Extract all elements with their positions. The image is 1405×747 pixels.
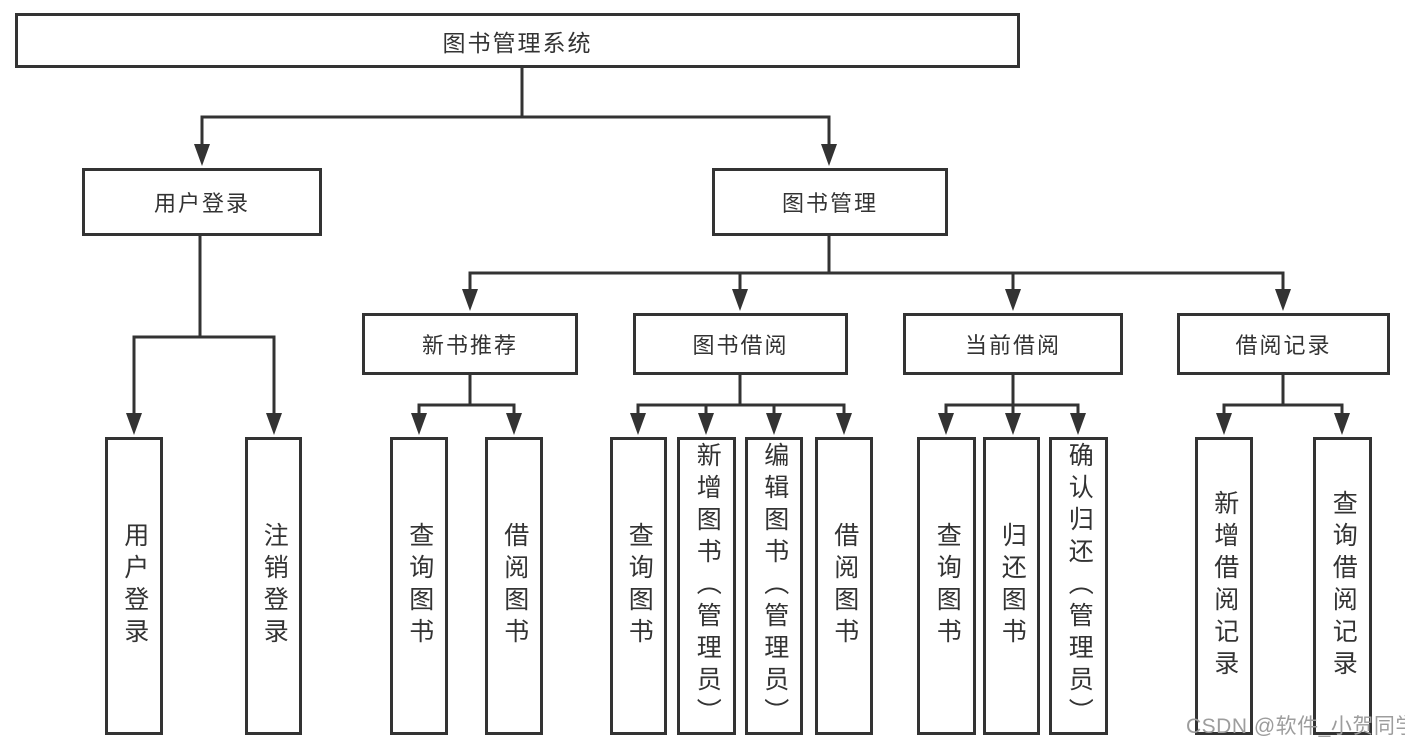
leaf-user-login: 用户登录	[105, 437, 163, 735]
node-label: 新书推荐	[421, 333, 518, 358]
leaf-query-books-recommend: 查询图书	[390, 437, 448, 735]
node-label: 图书管理系统	[442, 29, 593, 56]
leaf-return-books: 归还图书	[983, 437, 1040, 735]
node-current-borrow: 当前借阅	[903, 313, 1123, 375]
node-label: 注销登录	[260, 522, 289, 650]
node-label: 编辑图书（管理员）	[760, 442, 789, 730]
leaf-logout: 注销登录	[245, 437, 302, 735]
node-user-login-module: 用户登录	[82, 168, 322, 236]
leaf-add-borrow-record: 新增借阅记录	[1195, 437, 1253, 735]
node-label: 借阅记录	[1235, 333, 1332, 358]
node-label: 查询借阅记录	[1329, 490, 1358, 682]
node-label: 借阅图书	[830, 522, 859, 650]
node-label: 用户登录	[153, 191, 250, 216]
arrowhead-down-icons	[126, 144, 1350, 435]
node-label: 新增借阅记录	[1210, 490, 1239, 682]
leaf-add-books-admin: 新增图书（管理员）	[677, 437, 736, 735]
node-label: 确认归还（管理员）	[1065, 442, 1094, 730]
node-root-system: 图书管理系统	[15, 13, 1020, 68]
leaf-borrow-books-recommend: 借阅图书	[485, 437, 543, 735]
csdn-watermark: CSDN @软件_小贺同学	[1186, 715, 1405, 738]
node-label: 借阅图书	[500, 522, 529, 650]
leaf-query-borrow-record: 查询借阅记录	[1313, 437, 1372, 735]
node-label: 查询图书	[625, 522, 654, 650]
node-label: 图书借阅	[692, 333, 789, 358]
node-label: 查询图书	[405, 522, 434, 650]
node-book-management-module: 图书管理	[712, 168, 948, 236]
node-label: 查询图书	[933, 522, 962, 650]
node-book-borrow: 图书借阅	[633, 313, 848, 375]
node-new-book-recommend: 新书推荐	[362, 313, 578, 375]
node-borrow-records: 借阅记录	[1177, 313, 1390, 375]
node-label: 归还图书	[998, 522, 1027, 650]
leaf-query-books-current: 查询图书	[917, 437, 976, 735]
node-label: 新增图书（管理员）	[693, 442, 722, 730]
node-label: 图书管理	[781, 191, 878, 216]
leaf-confirm-return-admin: 确认归还（管理员）	[1049, 437, 1108, 735]
node-label: 当前借阅	[964, 333, 1061, 358]
tree-edges	[132, 68, 1344, 420]
leaf-borrow-books: 借阅图书	[815, 437, 873, 735]
leaf-query-books-borrow: 查询图书	[610, 437, 667, 735]
leaf-edit-books-admin: 编辑图书（管理员）	[745, 437, 803, 735]
node-label: 用户登录	[120, 522, 149, 650]
